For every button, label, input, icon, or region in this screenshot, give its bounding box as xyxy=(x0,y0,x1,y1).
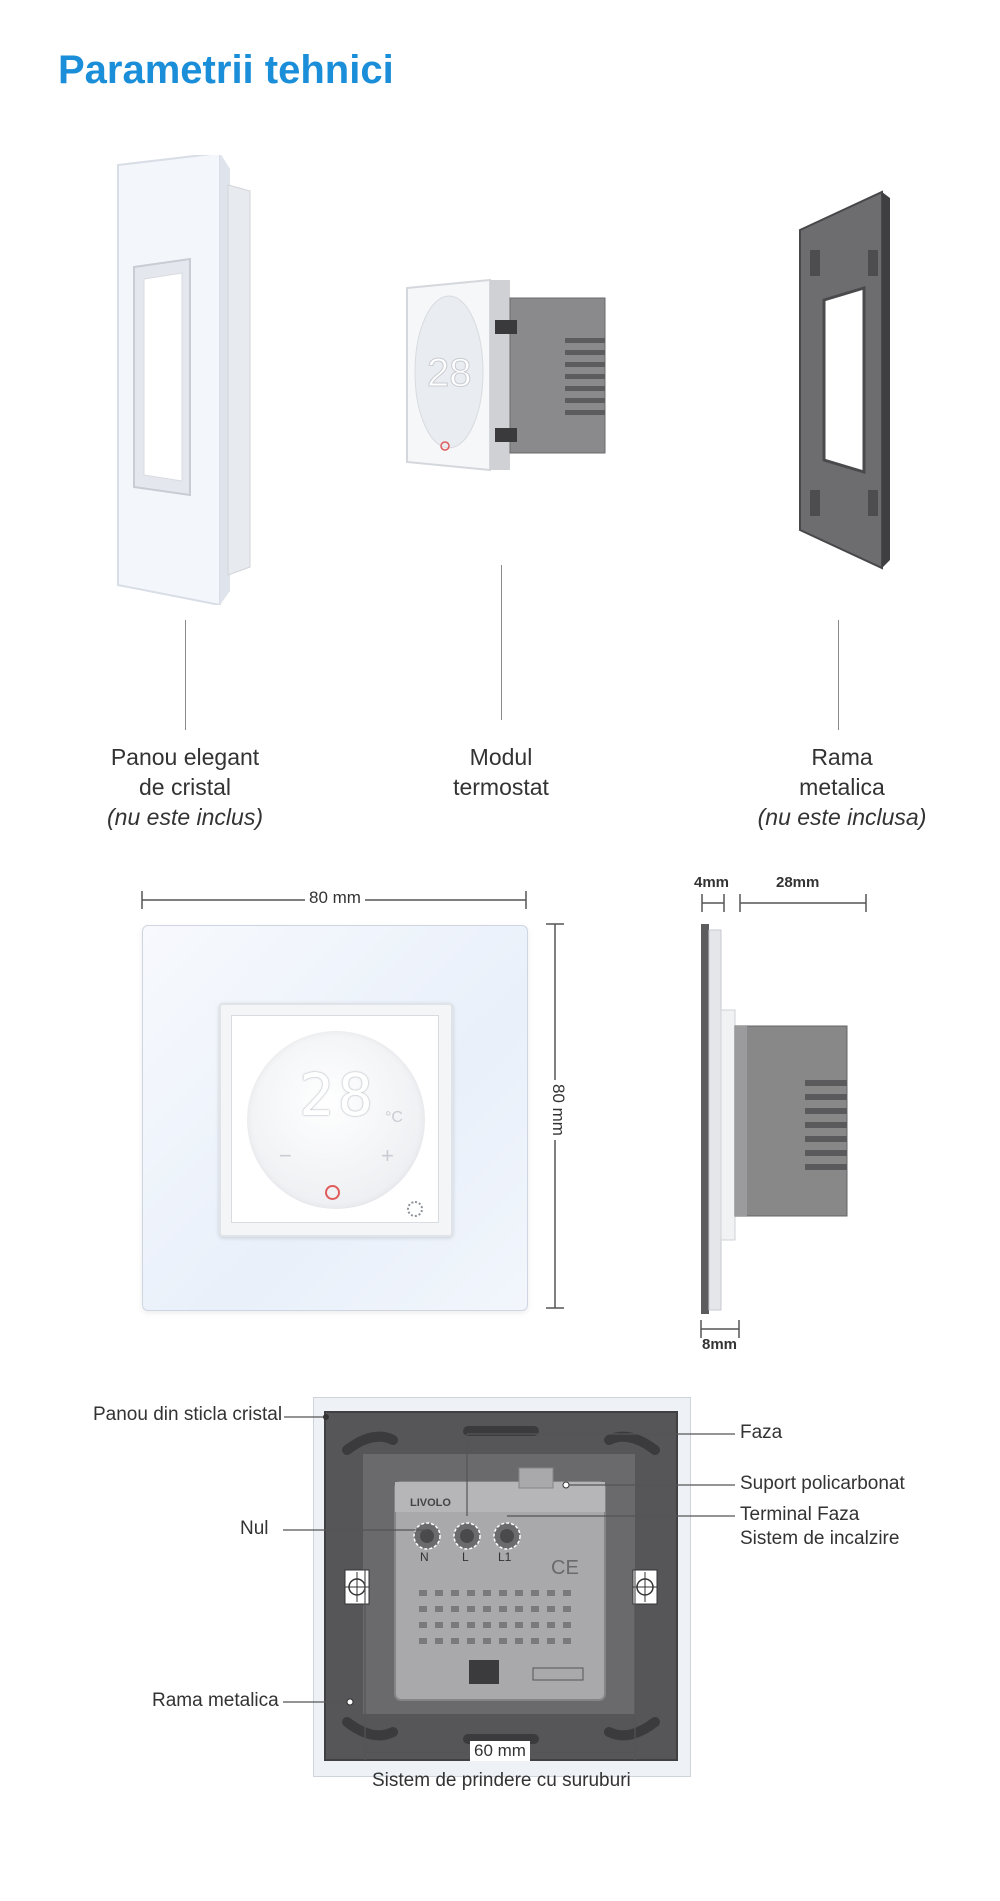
terminal-l1-label: L1 xyxy=(498,1550,512,1564)
metal-frame-image xyxy=(799,190,890,570)
leader-line xyxy=(838,620,839,730)
side-view-image xyxy=(701,924,848,1314)
fan-icon[interactable] xyxy=(407,1201,423,1217)
screw-distance-label: 60 mm xyxy=(470,1741,530,1761)
callout-phase: Faza xyxy=(740,1422,783,1443)
label-glass-panel: Panou elegant de cristal (nu este inclus… xyxy=(85,742,285,832)
label-line: de cristal xyxy=(138,774,232,800)
depth-module-label: 28mm xyxy=(776,874,820,891)
label-note: (nu este inclusa) xyxy=(757,804,927,830)
depth-dimension-lines xyxy=(701,894,867,912)
label-metal-frame: Rama metalica (nu este inclusa) xyxy=(742,742,942,832)
callout-heating-system: Sistem de incalzire xyxy=(740,1528,900,1549)
glass-panel-image xyxy=(117,155,251,605)
celsius-unit: °C xyxy=(385,1109,403,1126)
callout-phase-terminal: Terminal Faza xyxy=(740,1504,860,1525)
page-title: Parametrii tehnici xyxy=(58,48,394,92)
label-line: metalica xyxy=(799,774,885,800)
depth-back-dimension-line xyxy=(700,1320,740,1338)
callout-neutral: Nul xyxy=(240,1518,269,1539)
width-dimension-label: 80 mm xyxy=(305,888,365,908)
plus-button[interactable]: + xyxy=(381,1143,394,1168)
display-dial xyxy=(247,1031,425,1209)
label-line: Modul xyxy=(469,744,533,770)
power-icon[interactable] xyxy=(325,1185,340,1200)
callout-metal-frame: Rama metalica xyxy=(152,1690,279,1711)
thermostat-module-image: 28 xyxy=(406,278,606,472)
terminal-l-label: L xyxy=(462,1550,469,1564)
terminal-n-label: N xyxy=(420,1550,429,1564)
svg-text:28: 28 xyxy=(427,351,472,395)
label-line: Panou elegant xyxy=(110,744,260,770)
module-face: 28 °C − + xyxy=(219,1003,453,1237)
front-glass-panel: 28 °C − + xyxy=(142,925,528,1311)
label-thermostat-module: Modul termostat xyxy=(401,742,601,802)
height-dimension-label: 80 mm xyxy=(547,1080,568,1140)
back-metal-frame: CE xyxy=(324,1411,678,1761)
leader-line xyxy=(185,620,186,730)
svg-text:CE: CE xyxy=(551,1557,579,1579)
leader-line xyxy=(501,565,502,720)
depth-front-label: 4mm xyxy=(694,874,730,891)
minus-button[interactable]: − xyxy=(279,1143,292,1168)
callout-polycarbonate-support: Suport policarbonat xyxy=(740,1473,905,1494)
callout-lines xyxy=(283,1414,735,1760)
label-note: (nu este inclus) xyxy=(107,804,263,830)
depth-back-label: 8mm xyxy=(702,1336,738,1353)
temperature-display: 28 xyxy=(299,1061,377,1129)
label-line: Rama xyxy=(811,744,873,770)
screw-caption: Sistem de prindere cu suruburi xyxy=(372,1770,631,1791)
brand-logo: LIVOLO xyxy=(410,1497,451,1509)
label-line: termostat xyxy=(453,774,549,800)
callout-glass-panel: Panou din sticla cristal xyxy=(93,1404,283,1425)
